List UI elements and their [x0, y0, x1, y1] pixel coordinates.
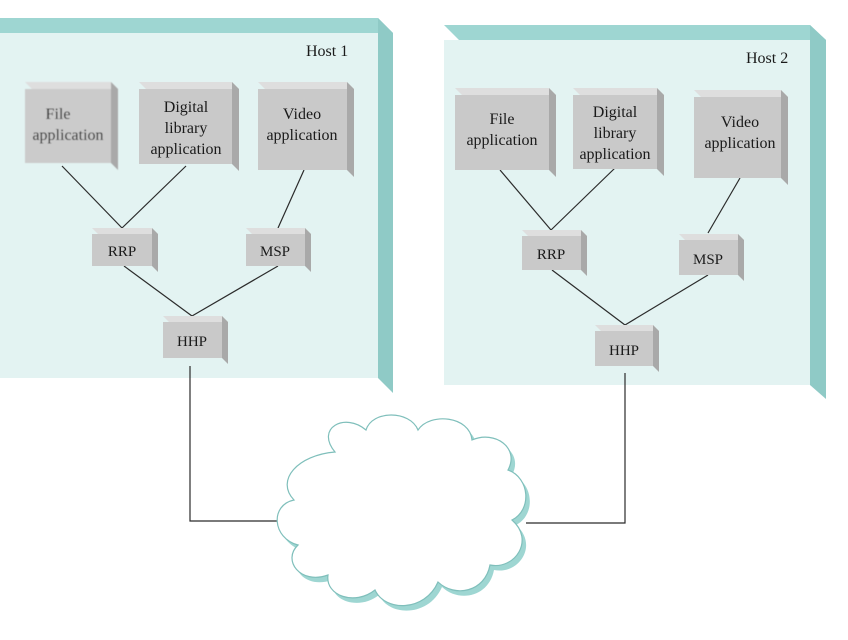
host-2-file-app-line2: application: [466, 132, 537, 149]
host-2-msp-box: MSP: [679, 234, 744, 281]
host-2-video-line1: Video: [721, 114, 759, 131]
host-2-digital-library-box: Digital library application: [573, 88, 664, 176]
host-2-label: Host 2: [746, 50, 788, 67]
host-1-msp-box: MSP: [246, 228, 311, 272]
host-1-dl-line2: library: [165, 120, 208, 137]
host-1-video-line1: Video: [283, 106, 321, 123]
host-1-dl-line1: Digital: [164, 99, 209, 116]
host-2-rrp-box: RRP: [522, 230, 587, 276]
host-1-hhp-box: HHP: [163, 316, 228, 364]
host-1-rrp-box: RRP: [92, 228, 158, 272]
host-1-side-edge: [378, 18, 393, 393]
host-1-hhp-label: HHP: [177, 334, 207, 350]
host-2-video-application-box: Video application: [694, 90, 788, 185]
host-2-rrp-label: RRP: [537, 247, 565, 263]
host-2-hhp-label: HHP: [609, 343, 639, 359]
host-2-video-line2: application: [704, 135, 775, 152]
host-1-digital-library-box: Digital library application: [139, 82, 239, 171]
host-1-file-application-box: File application: [25, 82, 118, 170]
host-1-file-app-line1: File: [46, 106, 71, 123]
host-2-top-edge: [444, 25, 826, 40]
link-host-1-to-cloud: [189, 366, 286, 522]
host-2: Host 2 File application Digital library …: [444, 25, 826, 399]
host-2-side-edge: [810, 25, 826, 399]
host-1-video-line2: application: [266, 127, 337, 144]
host-1-dl-line3: application: [150, 141, 221, 158]
link-cloud-to-host-2: [526, 373, 626, 524]
host-1: Host 1 File application Digital library …: [0, 18, 393, 393]
host-1-top-edge: [0, 18, 393, 33]
host-1-video-application-box: Video application: [258, 82, 354, 177]
network-cloud: [276, 414, 530, 611]
host-2-dl-line3: application: [579, 146, 650, 163]
host-1-file-app-line2: application: [32, 127, 103, 144]
host-2-dl-line1: Digital: [593, 104, 638, 121]
cloud-body: [276, 414, 527, 607]
host-2-file-application-box: File application: [455, 88, 556, 177]
host-1-rrp-label: RRP: [108, 244, 136, 260]
host-1-label: Host 1: [306, 43, 348, 60]
host-2-msp-label: MSP: [693, 252, 723, 268]
host-2-dl-line2: library: [594, 125, 637, 142]
host-2-file-app-line1: File: [490, 111, 515, 128]
host-2-hhp-box: HHP: [595, 325, 659, 372]
host-1-msp-label: MSP: [260, 244, 290, 260]
